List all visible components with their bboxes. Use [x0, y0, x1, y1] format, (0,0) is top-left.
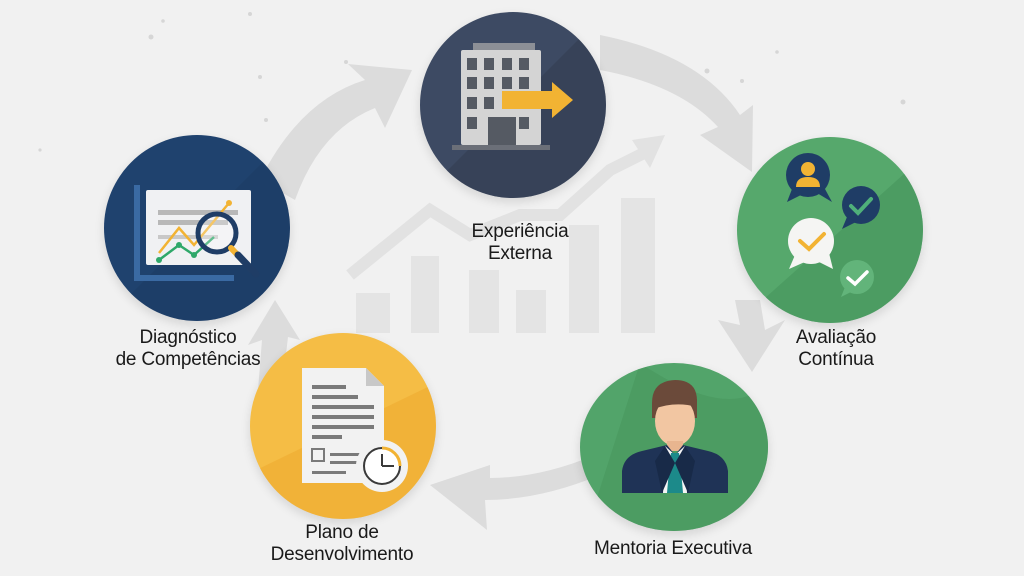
arrow-mentoria-to-plano [430, 455, 600, 530]
label-line-1: Experiência [471, 221, 569, 242]
label-line-1: Mentoria Executiva [594, 538, 752, 559]
trend-arrowhead [632, 135, 665, 168]
document-with-clock-icon [250, 368, 436, 519]
magnifier-over-chart-icon [104, 135, 290, 321]
background-trend-line [346, 144, 653, 280]
step-plano-node [250, 333, 436, 519]
step-plano-label: Plano de Desenvolvimento [271, 522, 414, 566]
label-line-2: Contínua [798, 349, 874, 370]
label-line-1: Diagnóstico [139, 327, 237, 348]
step-avaliacao-node [737, 137, 923, 323]
step-avaliacao-label: Avaliação Contínua [796, 327, 876, 371]
label-line-2: Externa [487, 243, 553, 264]
background-bar-chart [356, 198, 655, 333]
step-experiencia-label: Experiência Externa [471, 221, 568, 265]
cycle-arrows [248, 35, 785, 530]
executive-person-icon [586, 363, 768, 531]
step-diagnostico-node [104, 135, 290, 321]
step-experiencia-node [420, 12, 606, 198]
background-speckles [38, 12, 906, 152]
arrow-avaliacao-to-mentoria [718, 300, 785, 372]
feedback-chat-bubbles-icon [737, 153, 923, 323]
arrow-diagnostico-to-experiencia [260, 64, 412, 200]
step-mentoria-node [580, 363, 768, 531]
label-line-1: Avaliação [795, 327, 877, 348]
building-with-arrow-icon [420, 12, 606, 198]
step-diagnostico-label: Diagnóstico de Competências [116, 327, 261, 371]
arrow-plano-to-diagnostico [248, 300, 300, 390]
step-mentoria-label: Mentoria Executiva [594, 538, 752, 560]
label-line-2: Desenvolvimento [270, 544, 414, 565]
label-line-2: de Competências [115, 349, 261, 370]
label-line-1: Plano de [305, 522, 379, 543]
arrow-experiencia-to-avaliacao [600, 35, 753, 172]
